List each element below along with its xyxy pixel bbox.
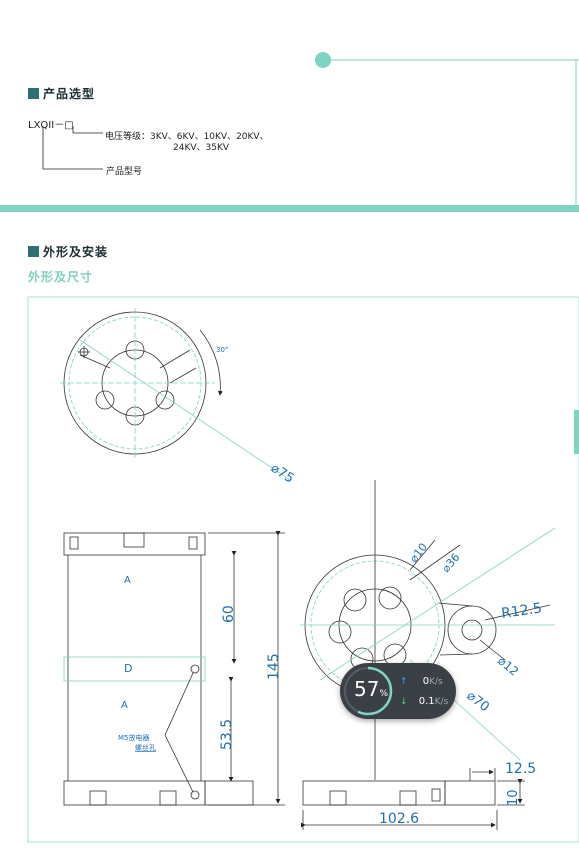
angle-label: 30° xyxy=(216,346,228,354)
download-unit: K/s xyxy=(434,697,449,707)
progress-ring xyxy=(343,666,393,716)
top-flange xyxy=(63,532,206,556)
download-speed: ↓ 0.1K/s xyxy=(400,696,448,707)
d75-label: ⌀75 xyxy=(268,461,297,487)
dim-12-5: 12.5 xyxy=(505,761,536,777)
section-title-text: 外形及安装 xyxy=(43,245,109,259)
dim-60: 60 xyxy=(221,605,237,623)
dim-10: 10 xyxy=(506,789,521,806)
r12-5-label: R12.5 xyxy=(500,600,543,622)
section-square-icon xyxy=(28,246,39,257)
label-a-top: A xyxy=(124,575,131,586)
type-label: 产品型号 xyxy=(106,167,143,177)
right-base xyxy=(302,780,446,806)
upload-unit: K/s xyxy=(429,677,443,687)
side-tab xyxy=(574,410,579,454)
section-subtitle-dimension: 外形及尺寸 xyxy=(28,270,94,284)
bottom-flange xyxy=(63,780,206,806)
voltage-label: 电压等级：3KV、6KV、10KV、20KV、 xyxy=(105,132,269,142)
dim-102-6: 102.6 xyxy=(379,811,419,827)
section-title-text: 产品选型 xyxy=(43,87,96,101)
label-d: D xyxy=(124,662,132,675)
model-code: LXQII－□ xyxy=(28,120,74,131)
drawing-frame xyxy=(27,296,579,843)
label-a-bottom: A xyxy=(121,700,128,711)
voltage-label-line2: 24KV、35KV xyxy=(173,143,230,153)
percent-value: 57 xyxy=(354,677,380,701)
upload-speed: ↑ 0K/s xyxy=(400,676,443,687)
dim-145: 145 xyxy=(266,653,282,680)
network-speed-widget[interactable]: 57% ↑ 0K/s ↓ 0.1K/s xyxy=(340,663,456,719)
arrow-up-icon: ↑ xyxy=(400,677,408,687)
note-line-1: M5放电器 xyxy=(118,733,150,742)
section-title-selection: 产品选型 xyxy=(28,85,95,102)
upload-value: 0 xyxy=(422,676,430,687)
middle-band xyxy=(63,656,206,682)
download-value: 0.1 xyxy=(418,696,435,707)
d36-label: ⌀36 xyxy=(439,551,462,575)
d70-label: ⌀70 xyxy=(464,688,492,715)
section-title-install: 外形及安装 xyxy=(28,243,108,260)
section-divider xyxy=(0,205,579,212)
note-line-2: 螺丝孔 xyxy=(135,743,156,752)
dim-53-5: 53.5 xyxy=(219,719,235,750)
percent-unit: % xyxy=(379,689,389,699)
section-square-icon xyxy=(28,88,39,99)
header-dot xyxy=(315,52,331,68)
d10-label: ⌀10 xyxy=(407,541,430,565)
d12-label: ⌀12 xyxy=(495,654,521,679)
percent-readout: 57% xyxy=(354,677,388,701)
arrow-down-icon: ↓ xyxy=(400,697,408,707)
